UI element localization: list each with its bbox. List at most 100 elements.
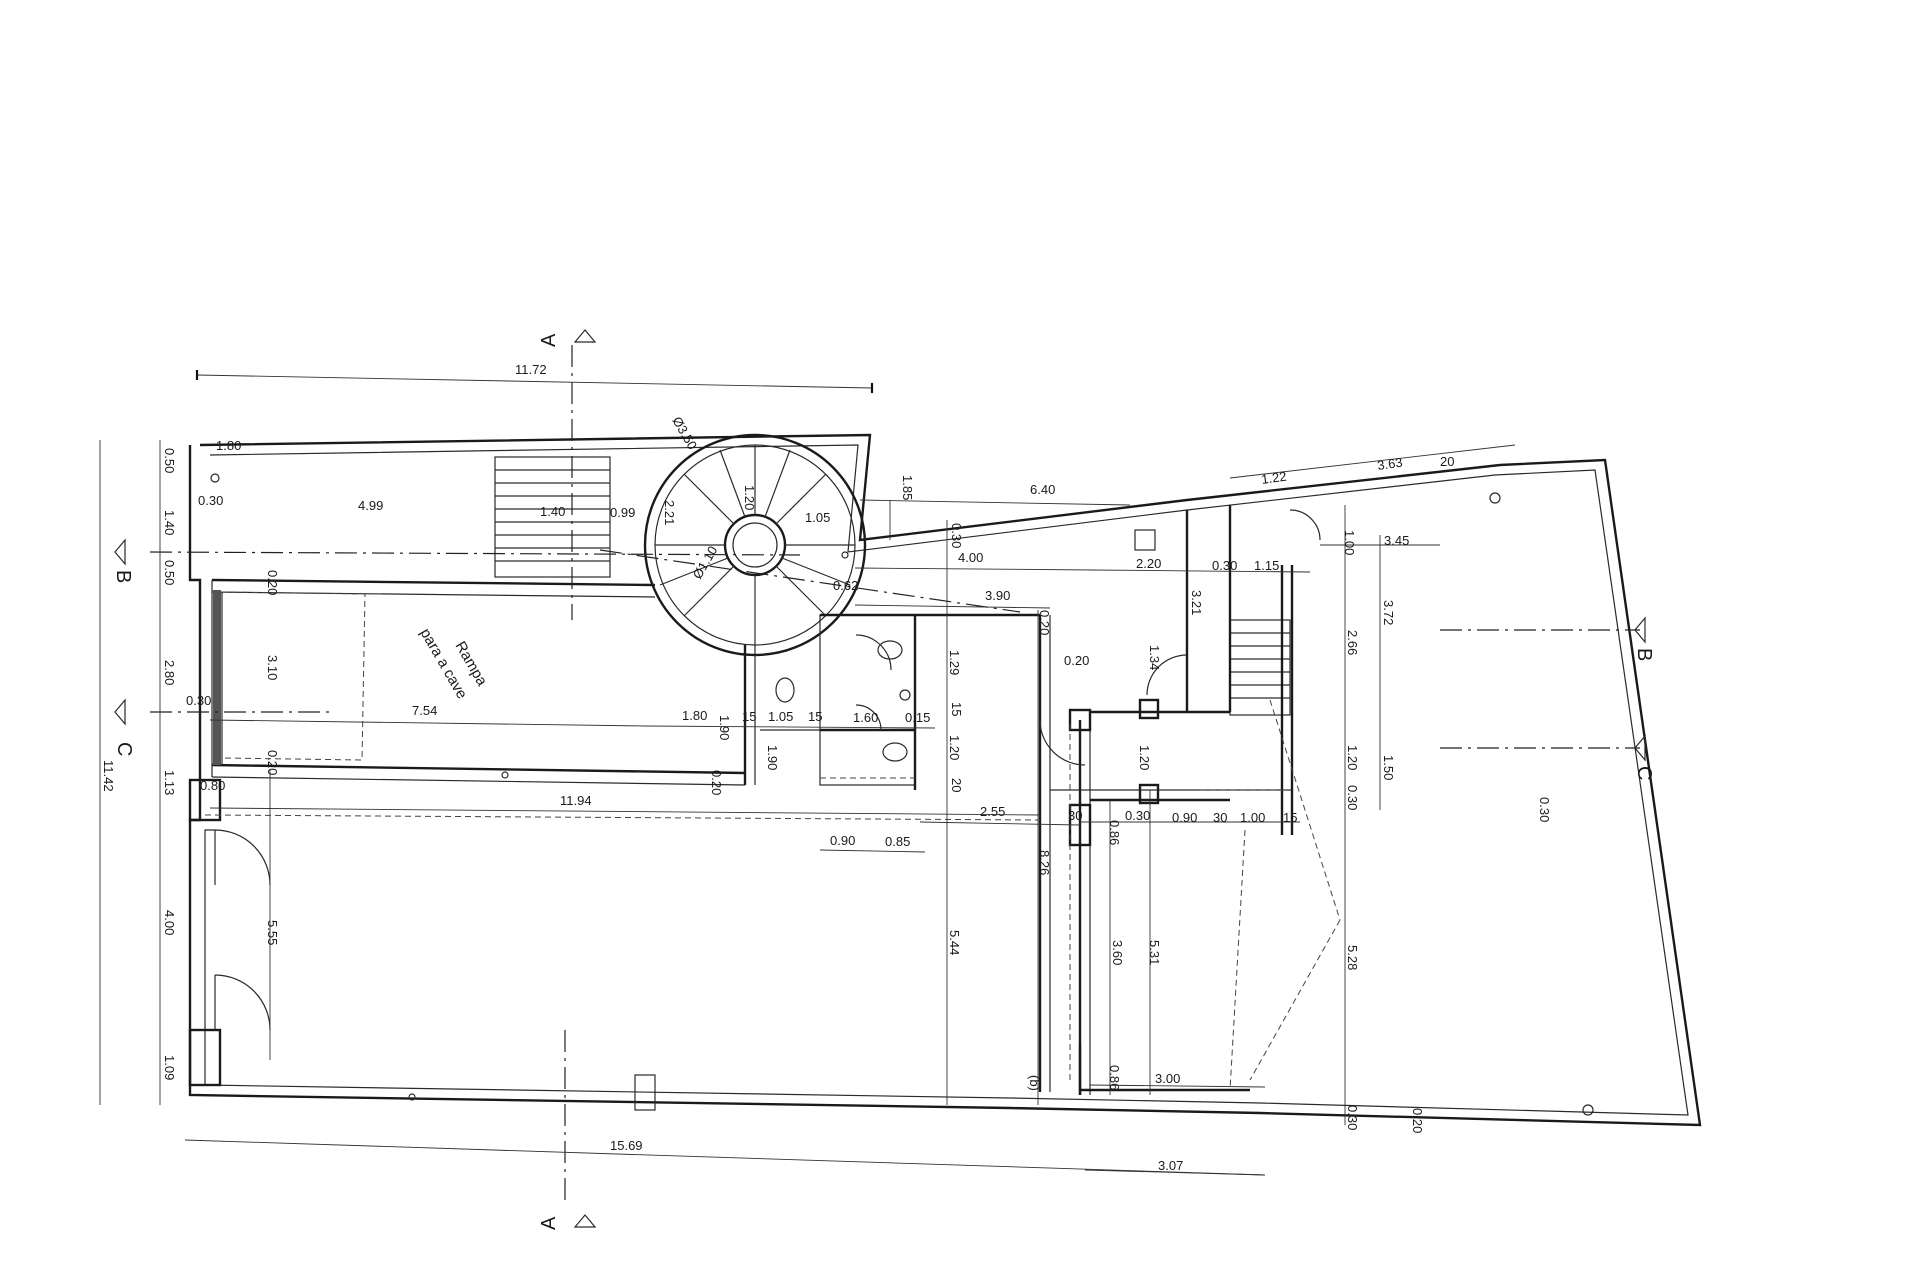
section-mark-a-top: A: [538, 333, 560, 347]
dim-r062: 0.62: [833, 578, 858, 593]
dim-r15c: 15: [949, 702, 964, 716]
ramp-hatch: [213, 590, 221, 765]
dim-l050a: 0.50: [162, 448, 177, 473]
overall-left-dim: 11.42: [101, 760, 116, 792]
dim-r099: 0.99: [610, 505, 635, 520]
dim-r085: 0.85: [885, 834, 910, 849]
dim-r190a: 1.90: [717, 715, 732, 740]
dim-r020b: 0.20: [1064, 653, 1089, 668]
dim-r030d: 0.30: [1125, 808, 1150, 823]
dim-r15a: 15: [742, 709, 756, 724]
section-mark-a-bottom: A: [538, 1216, 560, 1230]
dim-r100b: 1.00: [1240, 810, 1265, 825]
dim-r105a: 1.05: [805, 510, 830, 525]
dim-r754: 7.54: [412, 703, 437, 718]
dim-r180b: 1.80: [216, 438, 241, 453]
dim-1172: 11.72: [515, 362, 547, 377]
dim-r030v: 0.30: [949, 523, 964, 548]
dim-r134: 1.34: [1147, 645, 1162, 670]
dimension-texts: 11.72 6.40 1.22 3.63 20 0.30 4.99 1.40 0…: [186, 362, 1454, 1173]
dim-r1194: 11.94: [560, 793, 592, 808]
dim-r20c: 20: [949, 778, 964, 792]
dim-r030b: 0.30: [1212, 558, 1237, 573]
dim-r150: 1.50: [1381, 755, 1396, 780]
dim-r120c: 1.20: [1137, 745, 1152, 770]
dim-r255: 2.55: [980, 804, 1005, 819]
dim-r020e: 0.20: [265, 750, 280, 775]
dim-r086a: 0.86: [1107, 820, 1122, 845]
dim-r372: 3.72: [1381, 600, 1396, 625]
dim-r129: 1.29: [947, 650, 962, 675]
dimension-lines: [99, 370, 1516, 1176]
section-mark-c-right: C: [1633, 766, 1655, 780]
dim-r528: 5.28: [1345, 945, 1360, 970]
section-mark-c-left: C: [113, 742, 135, 756]
dim-l109: 1.09: [162, 1055, 177, 1080]
dim-r105b: 1.05: [768, 709, 793, 724]
dim-363: 3.63: [1376, 455, 1403, 473]
straight-stair: [494, 456, 611, 578]
dim-r400a: 4.00: [958, 550, 983, 565]
dim-r266: 2.66: [1345, 630, 1360, 655]
wc-fixtures: [210, 473, 1594, 1116]
outer-walls: [188, 433, 1702, 1127]
dim-r030-right: 0.30: [1537, 797, 1552, 822]
dim-r160: 1.60: [853, 710, 878, 725]
dim-r321: 3.21: [1189, 590, 1204, 615]
dashed-partitions: [204, 699, 1341, 1091]
dim-r345: 3.45: [1384, 533, 1409, 548]
dim-r020a: 0.20: [1037, 610, 1052, 635]
dim-r220: 2.20: [1136, 556, 1161, 571]
doors: [214, 509, 1321, 1031]
dim-r190b: 1.90: [765, 745, 780, 770]
dim-r310: 3.10: [265, 655, 280, 680]
dim-r080: 0.80: [200, 778, 225, 793]
dim-r090b: 0.90: [1172, 810, 1197, 825]
interior-walls: [188, 505, 1294, 1095]
dim-l400: 4.00: [162, 910, 177, 935]
dim-r307: 3.07: [1158, 1158, 1183, 1173]
dim-r221: 2.21: [662, 500, 677, 525]
dim-r185: 1.85: [900, 475, 915, 500]
dim-r555: 5.55: [265, 920, 280, 945]
dim-r15b: 15: [808, 709, 822, 724]
phi-large: Ø3.50: [669, 414, 700, 452]
dim-r360: 3.60: [1110, 940, 1125, 965]
dim-r030f: 0.30: [186, 693, 211, 708]
dim-r1569: 15.69: [610, 1138, 643, 1153]
dim-r531: 5.31: [1147, 940, 1162, 965]
dim-r390: 3.90: [985, 588, 1010, 603]
dim-r544: 5.44: [947, 930, 962, 955]
dim-r030: 0.30: [198, 493, 223, 508]
ramp-outline: [221, 591, 366, 761]
dim-r30b: 30: [1213, 810, 1227, 825]
dim-r090a: 0.90: [830, 833, 855, 848]
dim-top-20: 20: [1440, 454, 1454, 469]
dim-r100a: 1.00: [1342, 530, 1357, 555]
dim-r030e: 0.30: [1345, 1105, 1360, 1130]
dim-122: 1.22: [1260, 469, 1287, 487]
dim-l113: 1.13: [162, 770, 177, 795]
dim-r15d: 15: [1283, 810, 1297, 825]
dim-r015: 0.15: [905, 710, 930, 725]
dim-r115a: 1.15: [1254, 558, 1279, 573]
dim-r120a: 1.20: [742, 485, 757, 510]
dim-l280: 2.80: [162, 660, 177, 685]
spiral-stair: [643, 433, 867, 657]
dim-r020c: 0.20: [1410, 1108, 1425, 1133]
door-marker-b: (b): [1027, 1075, 1042, 1091]
dim-r086b: 0.86: [1107, 1065, 1122, 1090]
dim-r180: 1.80: [682, 708, 707, 723]
dim-r020d: 0.20: [265, 570, 280, 595]
section-axes: [149, 345, 1640, 1200]
dim-r826: 8.26: [1037, 850, 1052, 875]
dim-l140: 1.40: [162, 510, 177, 535]
dim-r020f: 0.20: [709, 770, 724, 795]
dim-l050b: 0.50: [162, 560, 177, 585]
section-labels: A A B B C C 11.42: [101, 333, 1655, 1230]
section-mark-b-right: B: [1633, 648, 1655, 661]
dimension-texts-vertical: 0.50 1.40 0.50 2.80 1.13 4.00 1.09 2.21 …: [162, 448, 1552, 1133]
dim-r030c: 0.30: [1345, 785, 1360, 810]
dim-r300: 3.00: [1155, 1071, 1180, 1086]
